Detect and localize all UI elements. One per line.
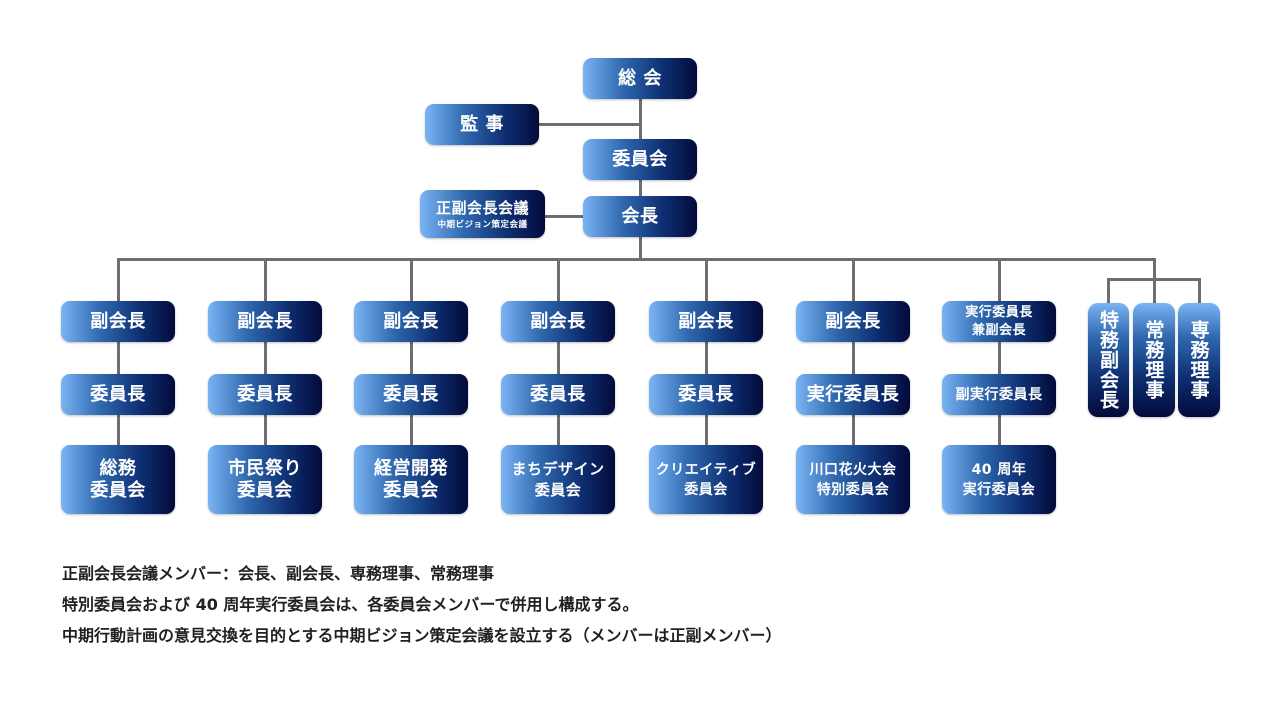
vice-president-label: 副会長 (825, 310, 881, 332)
committee-unit-line2: 委員会 (684, 481, 728, 498)
chair-box[interactable]: 委員長 (208, 374, 322, 415)
president-label: 会長 (621, 205, 659, 227)
connector (410, 258, 413, 301)
connector (117, 258, 1156, 261)
note-line: 特別委員会および 40 周年実行委員会は、各委員会メンバーで併用し構成する。 (62, 595, 639, 614)
committee-unit-line2: 特別委員会 (816, 481, 890, 498)
auditor-label: 監 事 (460, 113, 504, 135)
chair-label: 委員長 (237, 383, 293, 405)
vice-president-label: 副会長 (237, 310, 293, 332)
committee-unit-line1: 川口花火大会 (809, 461, 897, 478)
special-vice-president-box[interactable]: 特務副会長 (1088, 303, 1129, 417)
vice-president-box[interactable]: 副会長 (796, 301, 910, 342)
chair-label: 委員長 (90, 383, 146, 405)
committee-unit-box[interactable]: クリエイティブ 委員会 (649, 445, 763, 514)
connector (852, 258, 855, 301)
chair-box[interactable]: 委員長 (649, 374, 763, 415)
vice-president-label: 副会長 (383, 310, 439, 332)
vice-president-label: 副会長 (678, 310, 734, 332)
president-box[interactable]: 会長 (583, 196, 697, 237)
chair-label: 委員長 (383, 383, 439, 405)
executive-director-label: 専務理事 (1187, 320, 1210, 400)
committee-unit-line1: 経営開発 (374, 457, 448, 479)
committee-unit-line1: 40 周年 (971, 461, 1027, 478)
chair-box[interactable]: 委員長 (501, 374, 615, 415)
committee-unit-line2: 委員会 (237, 479, 293, 501)
chair-label: 委員長 (678, 383, 734, 405)
committee-unit-line1: まちデザイン (511, 459, 605, 478)
chair-box[interactable]: 委員長 (61, 374, 175, 415)
chair-box[interactable]: 実行委員長 (796, 374, 910, 415)
committee-box[interactable]: 委員会 (583, 139, 697, 180)
committee-unit-box[interactable]: 市民祭り 委員会 (208, 445, 322, 514)
committee-unit-line2: 実行委員会 (962, 481, 1036, 498)
vice-president-box[interactable]: 副会長 (501, 301, 615, 342)
chair-box[interactable]: 副実行委員長 (942, 374, 1056, 415)
vice-president-box[interactable]: 副会長 (208, 301, 322, 342)
special-vice-president-label: 特務副会長 (1097, 310, 1119, 410)
connector (1107, 278, 1201, 281)
vice-president-box[interactable]: 副会長 (354, 301, 468, 342)
committee-unit-line2: 委員会 (534, 480, 582, 499)
connector (545, 215, 583, 218)
general-assembly-label: 総 会 (618, 67, 662, 89)
committee-unit-line2: 委員会 (383, 479, 439, 501)
notes: 正副会長会議メンバー：会長、副会長、専務理事、常務理事 特別委員会および 40 … (62, 563, 782, 656)
committee-unit-box[interactable]: 40 周年 実行委員会 (942, 445, 1056, 514)
vice-president-line1: 実行委員長 (965, 304, 1033, 320)
chair-label: 実行委員長 (806, 383, 900, 405)
note-line: 正副会長会議メンバー：会長、副会長、専務理事、常務理事 (62, 564, 495, 583)
connector (998, 258, 1001, 301)
chair-label: 副実行委員長 (955, 386, 1043, 403)
vice-president-line2: 兼副会長 (971, 322, 1026, 338)
chair-label: 委員長 (530, 383, 586, 405)
auditor-box[interactable]: 監 事 (425, 104, 539, 145)
vice-president-label: 副会長 (530, 310, 586, 332)
chair-box[interactable]: 委員長 (354, 374, 468, 415)
committee-unit-line1: 総務 (99, 457, 137, 479)
vice-president-box[interactable]: 副会長 (61, 301, 175, 342)
connector (539, 123, 640, 126)
committee-unit-line1: クリエイティブ (655, 461, 757, 478)
connector (1107, 278, 1110, 304)
connector (264, 258, 267, 301)
committee-unit-box[interactable]: まちデザイン 委員会 (501, 445, 615, 514)
council-box[interactable]: 正副会長会議 中期ビジョン策定会議 (420, 190, 545, 238)
committee-unit-box[interactable]: 経営開発 委員会 (354, 445, 468, 514)
vice-president-box[interactable]: 副会長 (649, 301, 763, 342)
committee-label: 委員会 (612, 148, 668, 170)
managing-director-label: 常務理事 (1142, 320, 1165, 400)
vice-president-box[interactable]: 実行委員長 兼副会長 (942, 301, 1056, 342)
council-subtitle: 中期ビジョン策定会議 (437, 219, 528, 230)
committee-unit-box[interactable]: 川口花火大会 特別委員会 (796, 445, 910, 514)
committee-unit-line2: 委員会 (90, 479, 146, 501)
managing-director-box[interactable]: 常務理事 (1133, 303, 1175, 417)
council-title: 正副会長会議 (435, 198, 529, 217)
committee-unit-box[interactable]: 総務 委員会 (61, 445, 175, 514)
connector (1198, 278, 1201, 304)
general-assembly-box[interactable]: 総 会 (583, 58, 697, 99)
committee-unit-line1: 市民祭り (228, 457, 302, 479)
note-line: 中期行動計画の意見交換を目的とする中期ビジョン策定会議を設立する（メンバーは正副… (62, 626, 782, 645)
executive-director-box[interactable]: 専務理事 (1178, 303, 1220, 417)
connector (705, 258, 708, 301)
connector (117, 258, 120, 301)
connector (557, 258, 560, 301)
connector (1153, 258, 1156, 304)
vice-president-label: 副会長 (90, 310, 146, 332)
